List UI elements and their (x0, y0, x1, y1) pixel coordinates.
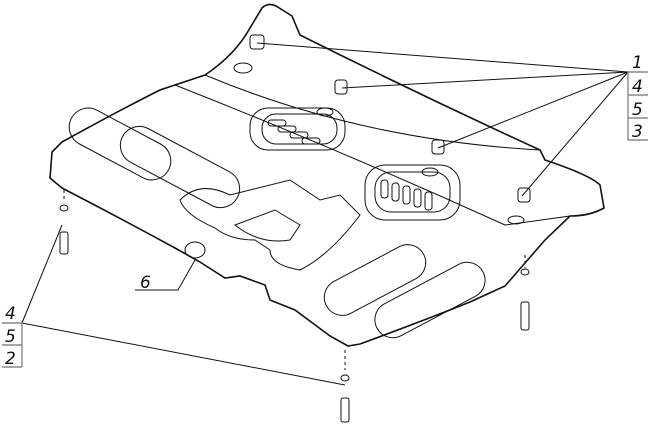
callout-label-6: 6 (140, 273, 151, 293)
callout-label: 2 (5, 349, 16, 369)
leader-lines (21, 42, 629, 386)
callout-label: 4 (632, 77, 643, 97)
callout-label: 5 (5, 327, 16, 347)
callout-label: 1 (632, 53, 643, 73)
stiffening-slots (68, 107, 486, 339)
fasteners (59, 34, 531, 423)
callout-left: 4 5 2 (2, 304, 23, 369)
callout-label: 4 (5, 304, 16, 324)
vent-windows (249, 107, 461, 221)
callout-right: 1 4 5 3 (627, 53, 648, 142)
callout-label: 3 (632, 122, 643, 142)
plate-outline (49, 3, 605, 347)
callout-label: 5 (632, 100, 643, 120)
